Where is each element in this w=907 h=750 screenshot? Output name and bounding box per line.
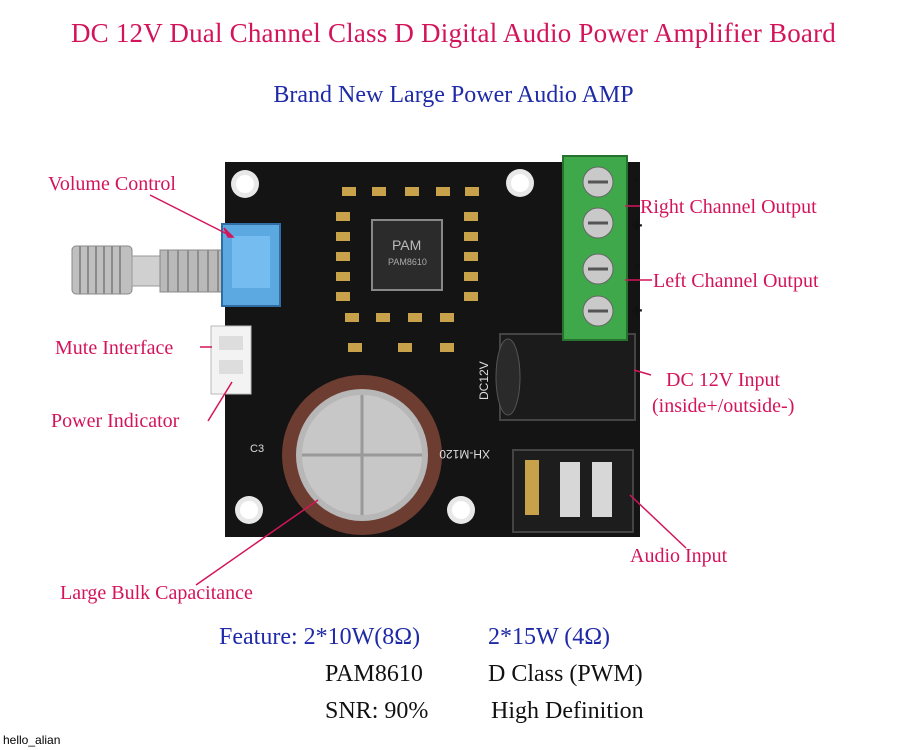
feature-snr: SNR: 90%	[325, 698, 429, 724]
label-right-channel-output: Right Channel Output	[640, 196, 817, 218]
watermark-text: hello_alian	[3, 733, 61, 747]
label-left-channel-output: Left Channel Output	[653, 270, 819, 292]
ic-brand-text: PAM	[392, 237, 421, 253]
label-dc-input-polarity: (inside+/outside-)	[652, 395, 795, 417]
label-power-indicator: Power Indicator	[51, 410, 180, 432]
callout-lines	[149, 194, 687, 586]
dc-silkscreen: DC12V	[477, 361, 491, 400]
cap-silkscreen: C3	[250, 443, 264, 455]
amplifier-ic	[371, 219, 443, 291]
audio-jack	[512, 449, 634, 533]
ic-model-text: PAM8610	[388, 257, 427, 267]
mounting-holes	[231, 169, 534, 524]
page-subtitle: Brand New Large Power Audio AMP	[273, 82, 634, 108]
page-title: DC 12V Dual Channel Class D Digital Audi…	[70, 18, 837, 48]
bulk-capacitor	[282, 375, 442, 535]
feature-definition: High Definition	[491, 698, 644, 724]
feature-class: D Class (PWM)	[488, 661, 643, 687]
label-mute-interface: Mute Interface	[55, 337, 174, 359]
model-silkscreen: XH-M120	[439, 447, 490, 461]
smd-components	[336, 187, 479, 352]
label-audio-input: Audio Input	[630, 545, 728, 567]
speaker-terminal-block	[562, 155, 628, 341]
left-minus-sign: -	[634, 254, 641, 276]
volume-knob	[71, 223, 281, 307]
feature-power-8ohm: Feature: 2*10W(8Ω)	[219, 624, 421, 650]
label-dc-input: DC 12V Input	[666, 369, 781, 391]
right-plus-sign: +	[631, 215, 643, 237]
label-volume-control: Volume Control	[48, 173, 176, 195]
label-bulk-capacitance: Large Bulk Capacitance	[60, 582, 253, 604]
left-plus-sign: +	[631, 300, 643, 322]
feature-power-4ohm: 2*15W (4Ω)	[488, 624, 611, 650]
right-minus-sign: -	[632, 168, 639, 190]
dc-jack	[495, 333, 636, 421]
feature-chip: PAM8610	[325, 661, 423, 687]
